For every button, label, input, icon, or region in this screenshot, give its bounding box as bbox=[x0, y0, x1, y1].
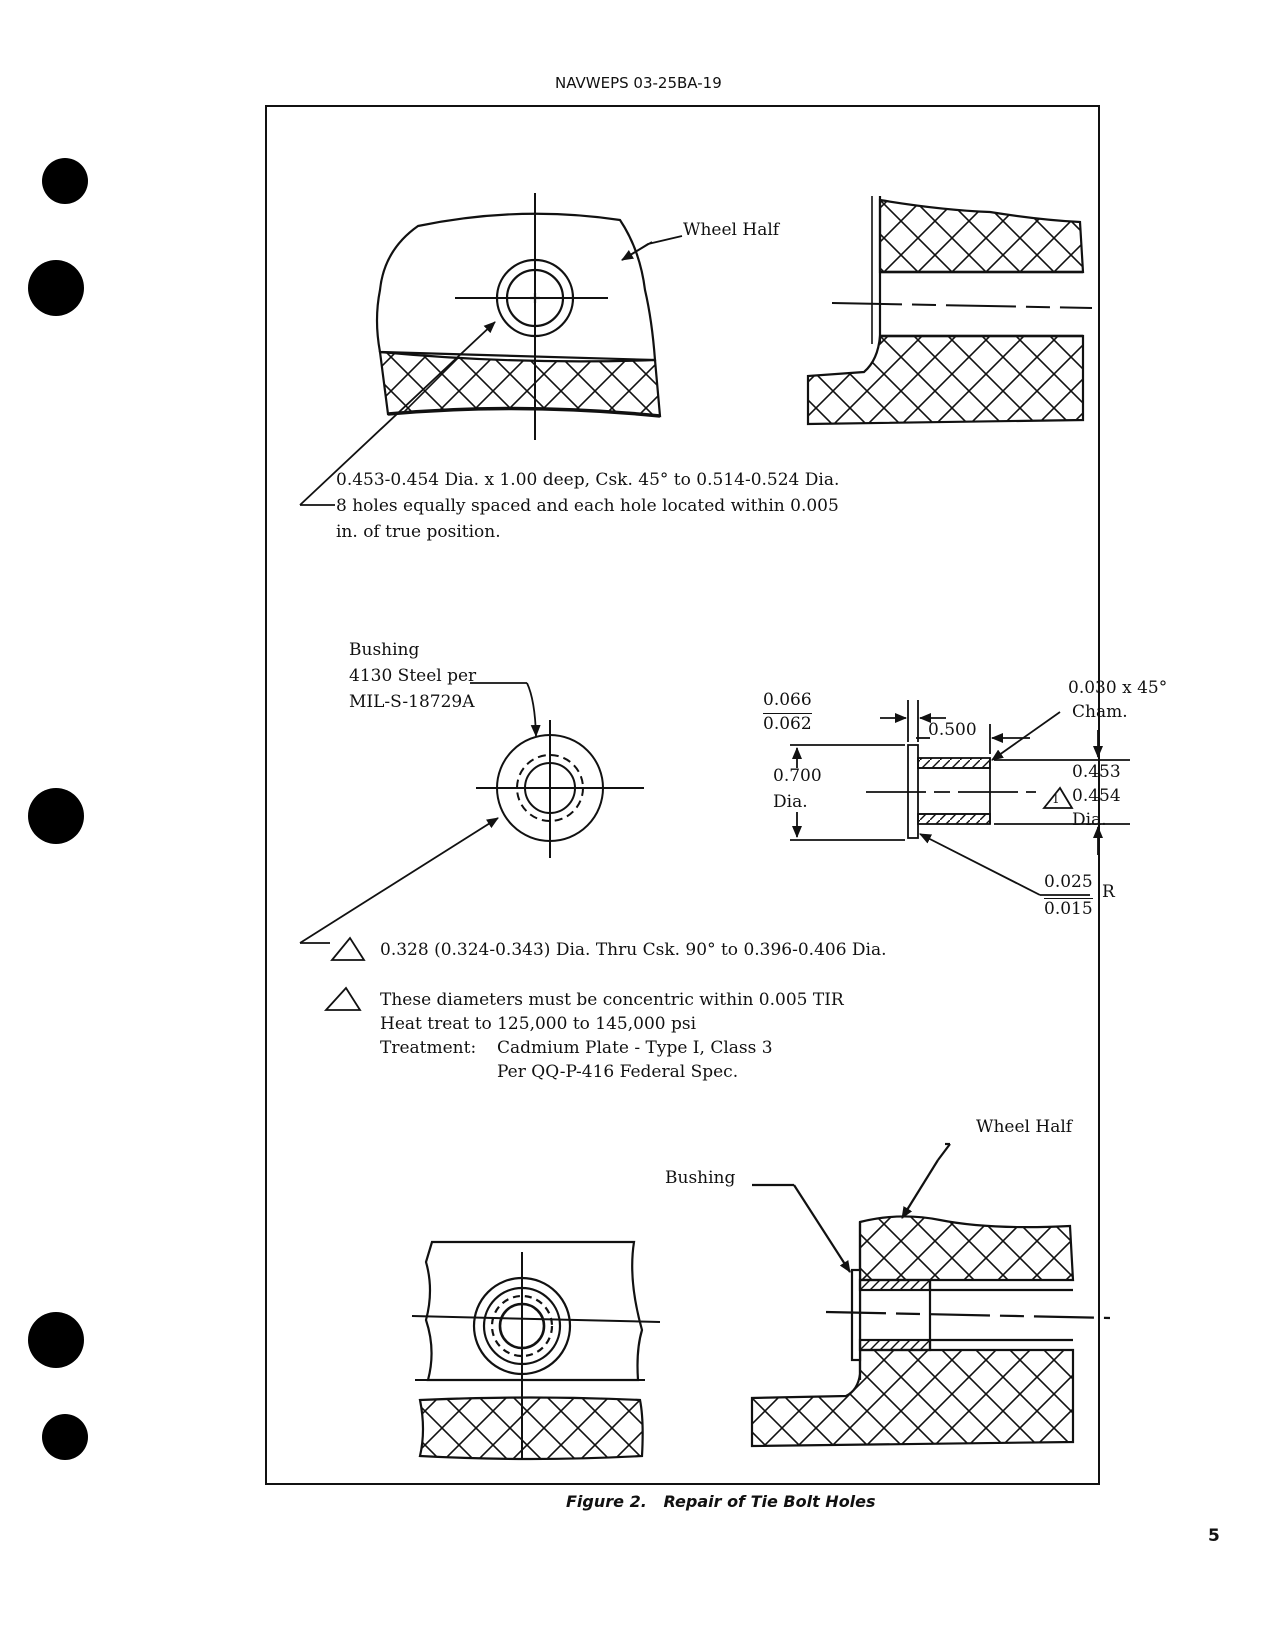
wheel-half-label: Wheel Half bbox=[683, 220, 780, 240]
bottom-section-view bbox=[750, 1142, 1111, 1448]
figure-caption: Figure 2. Repair of Tie Bolt Holes bbox=[566, 1492, 876, 1511]
bushing-material: 4130 Steel per bbox=[349, 666, 477, 686]
punch-hole bbox=[28, 1312, 84, 1368]
top-note-line-3: in. of true position. bbox=[336, 522, 501, 542]
chamfer-dim: 0.030 x 45° bbox=[1068, 678, 1168, 698]
top-note-line-1: 0.453-0.454 Dia. x 1.00 deep, Csk. 45° t… bbox=[336, 470, 840, 490]
heat-treat-note: Heat treat to 125,000 to 145,000 psi bbox=[380, 1014, 697, 1034]
od-unit: Dia. bbox=[773, 792, 808, 812]
top-note-line-2: 8 holes equally spaced and each hole loc… bbox=[336, 496, 839, 516]
radius-dim-lower: 0.015 bbox=[1044, 898, 1093, 919]
callout-triangle bbox=[323, 786, 1074, 1011]
treatment-line-2: Per QQ-P-416 Federal Spec. bbox=[497, 1062, 739, 1082]
hole-note: 0.328 (0.324-0.343) Dia. Thru Csk. 90° t… bbox=[380, 940, 887, 960]
od-dim: 0.700 bbox=[773, 766, 822, 786]
radius-unit: R bbox=[1102, 882, 1115, 902]
id-dim-lower: 0.454 bbox=[1072, 786, 1121, 806]
punch-hole bbox=[28, 260, 84, 316]
bottom-wheel-half-label: Wheel Half bbox=[976, 1117, 1073, 1137]
id-unit: Dia. bbox=[1072, 810, 1107, 830]
figure-border bbox=[265, 105, 1100, 1485]
radius-dim-upper: 0.025 bbox=[1044, 872, 1093, 892]
treatment-label: Treatment: bbox=[380, 1038, 477, 1058]
length-dim: 0.500 bbox=[928, 720, 977, 740]
bushing-spec: MIL-S-18729A bbox=[349, 692, 475, 712]
flange-dim-upper: 0.066 bbox=[763, 690, 812, 710]
document-number: NAVWEPS 03-25BA-19 bbox=[555, 74, 722, 92]
bottom-face-view bbox=[411, 1240, 661, 1461]
flange-dim-lower: 0.062 bbox=[763, 713, 812, 734]
callout-marker-number: 1 bbox=[1052, 792, 1060, 806]
bushing-title: Bushing bbox=[349, 640, 420, 660]
page-number: 5 bbox=[1208, 1526, 1220, 1546]
id-dim-upper: 0.453 bbox=[1072, 762, 1121, 782]
chamfer-label: Cham. bbox=[1072, 702, 1128, 722]
punch-hole bbox=[42, 158, 88, 204]
punch-hole bbox=[42, 1414, 88, 1460]
top-section-view bbox=[806, 196, 1093, 426]
punch-hole bbox=[28, 788, 84, 844]
bushing-section-view bbox=[790, 700, 1130, 896]
bottom-bushing-label: Bushing bbox=[665, 1168, 736, 1188]
concentric-note: These diameters must be concentric withi… bbox=[380, 990, 844, 1010]
bushing-end-view bbox=[299, 682, 644, 944]
top-face-view bbox=[299, 193, 683, 506]
treatment-line-1: Cadmium Plate - Type I, Class 3 bbox=[497, 1038, 773, 1058]
